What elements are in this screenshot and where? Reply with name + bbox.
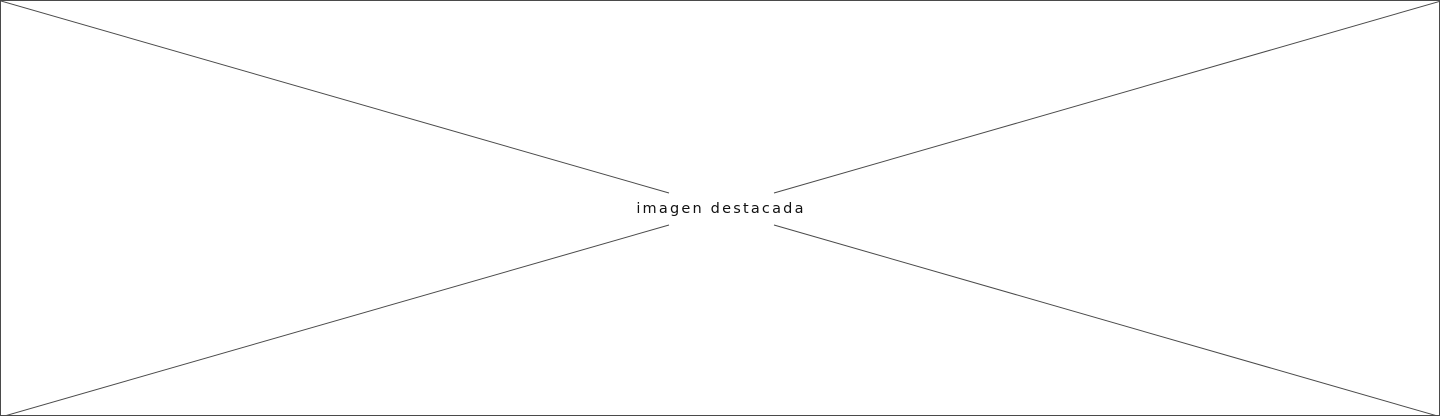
diagonal-line-top-right bbox=[773, 1, 1440, 194]
diagonal-line-top-left bbox=[1, 1, 670, 194]
diagonal-line-bottom-left bbox=[2, 224, 670, 416]
diagonal-line-bottom-right bbox=[773, 224, 1440, 416]
placeholder-label: imagen destacada bbox=[636, 201, 806, 217]
